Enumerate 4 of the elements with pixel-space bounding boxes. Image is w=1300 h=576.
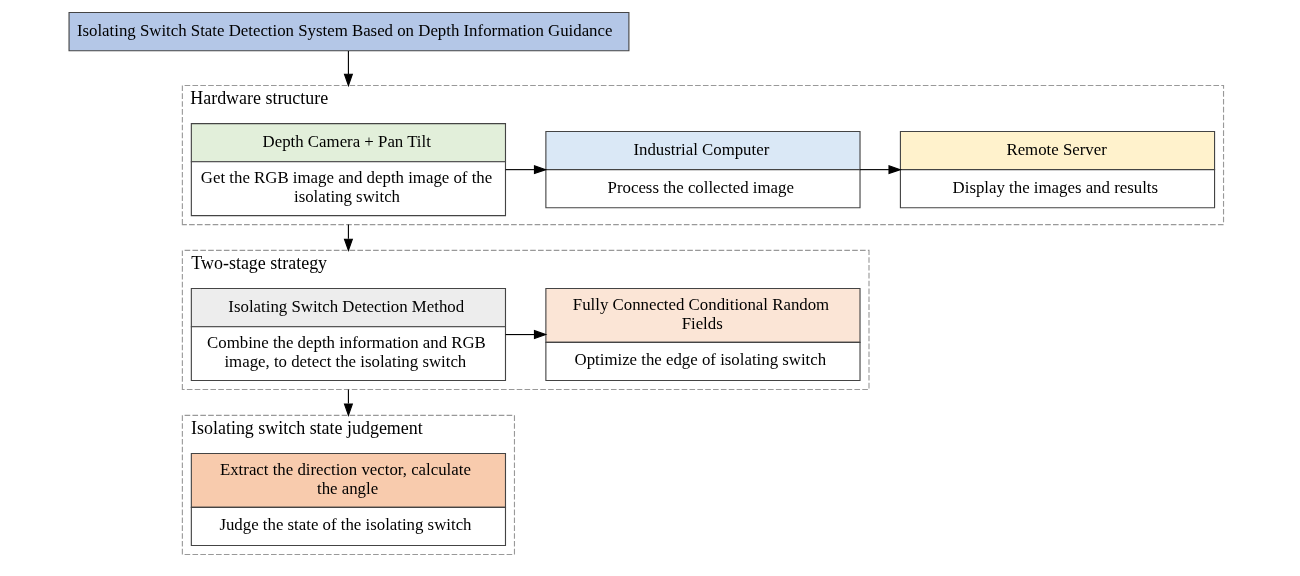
- arrow: [504, 329, 547, 340]
- arrow: [859, 164, 902, 175]
- arrow: [504, 164, 547, 175]
- arrow: [343, 50, 353, 88]
